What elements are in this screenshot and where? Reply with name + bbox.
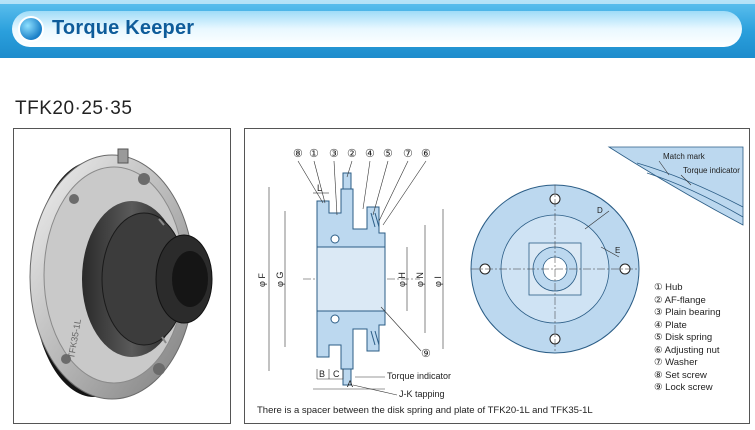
dimension-labels: φ F φ G φ H φ N φ I L B C A — [257, 183, 443, 389]
callout-8: ⑧ — [293, 148, 303, 160]
dim-n: φ N — [415, 272, 425, 287]
legend-item: ④ Plate — [654, 319, 687, 331]
dim-h: φ H — [397, 272, 407, 287]
bolt-hole — [153, 363, 165, 375]
callout-7: ⑦ — [403, 148, 413, 160]
dim-c: C — [333, 369, 340, 379]
product-photo: TFK35-1L — [13, 128, 231, 424]
detail-arc — [646, 172, 744, 218]
legend-item: ⑥ Adjusting nut — [654, 344, 720, 356]
drawing-canvas: ⑧ ① ③ ② ④ ⑤ ⑦ ⑥ ⑨ — [257, 146, 744, 399]
leader-line — [680, 174, 692, 186]
bolt-hole — [69, 194, 79, 204]
section-upper — [316, 188, 386, 248]
legend-item: ① Hub — [654, 282, 683, 293]
plain-bearing-ball — [330, 314, 340, 324]
legend-item: ⑧ Set screw — [654, 369, 707, 381]
dim-g: φ G — [275, 272, 285, 287]
callout-numbers: ⑧ ① ③ ② ④ ⑤ ⑦ ⑥ ⑨ — [293, 148, 431, 360]
banner-highlight — [0, 0, 755, 4]
detail-arc — [636, 162, 744, 208]
callout-6: ⑥ — [421, 148, 431, 160]
set-screw — [342, 172, 352, 190]
callout-9: ⑨ — [421, 348, 431, 360]
detail-view: Match mark Torque indicator — [607, 146, 744, 226]
spacer-note: There is a spacer between the disk sprin… — [257, 405, 593, 416]
section-view: ⑧ ① ③ ② ④ ⑤ ⑦ ⑥ ⑨ — [257, 148, 451, 399]
callout-4: ④ — [365, 148, 375, 160]
legend-item: ② AF-flange — [654, 294, 706, 306]
front-view: D E — [470, 184, 640, 354]
callout-1: ① — [309, 148, 319, 160]
legend-item: ③ Plain bearing — [654, 307, 721, 318]
dim-d-line — [584, 210, 610, 230]
callout-5: ⑤ — [383, 148, 393, 160]
plain-bearing-ball — [330, 234, 340, 244]
leader-line — [352, 384, 398, 396]
bullet-icon — [18, 16, 44, 42]
section-lower — [316, 310, 386, 370]
leader-line — [658, 160, 670, 176]
hub-bore — [172, 251, 208, 307]
disk-spring-stack — [370, 212, 380, 346]
dim-e: E — [615, 246, 620, 255]
page-title: Torque Keeper — [52, 17, 195, 39]
bolt-hole — [61, 354, 71, 364]
dim-a: A — [347, 379, 353, 389]
dim-d: D — [597, 206, 603, 215]
dim-l: L — [317, 183, 322, 193]
parts-legend: ① Hub ② AF-flange ③ Plain bearing ④ Plat… — [654, 282, 721, 395]
model-title: TFK20·25·35 — [15, 98, 133, 119]
hub-bore-section — [316, 246, 386, 312]
dim-f: φ F — [257, 273, 267, 287]
torque-keeper-photo: TFK35-1L — [29, 148, 213, 400]
jk-tapping-label: J-K tapping — [399, 389, 445, 399]
callout-2: ② — [347, 148, 357, 160]
technical-drawing: ⑧ ① ③ ② ④ ⑤ ⑦ ⑥ ⑨ — [244, 128, 750, 424]
callout-3: ③ — [329, 148, 339, 160]
torque-indicator-detail-label: Torque indicator — [683, 166, 740, 175]
top-screw — [117, 148, 129, 164]
dimension-lines — [268, 187, 444, 390]
legend-item: ⑦ Washer — [654, 357, 698, 368]
leader-lines — [297, 160, 427, 352]
legend-item: ⑨ Lock screw — [654, 382, 713, 393]
dim-i: φ I — [433, 276, 443, 287]
dim-b: B — [319, 369, 325, 379]
torque-indicator-label: Torque indicator — [387, 371, 451, 381]
dim-e-line — [600, 246, 620, 258]
detail-sector — [607, 146, 744, 226]
legend-item: ⑤ Disk spring — [654, 332, 713, 343]
banner-title-bar — [12, 11, 742, 47]
header-banner: Torque Keeper — [0, 0, 755, 58]
match-mark-label: Match mark — [663, 152, 706, 161]
bolt-hole — [138, 173, 150, 185]
